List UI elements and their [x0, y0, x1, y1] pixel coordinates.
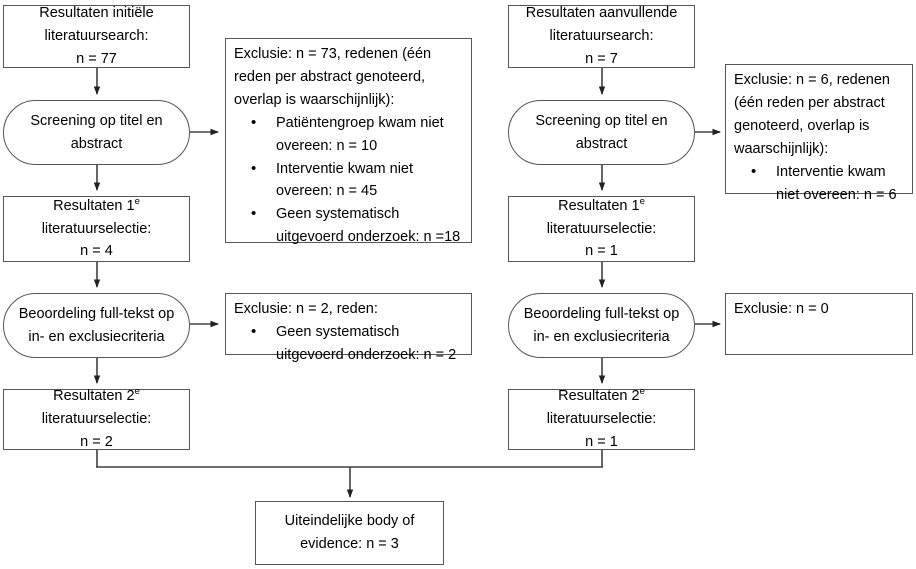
right-first-selection-line2: literatuurselectie:: [546, 220, 657, 237]
final-line1: Uiteindelijke body of: [284, 513, 415, 530]
left-initial-results-count: n = 77: [76, 50, 117, 67]
list-item: •Interventie kwam niet overeen: n = 6: [751, 161, 905, 207]
right-fulltext-box: Beoordeling full-tekst op in- en exclusi…: [508, 293, 695, 358]
right-second-selection-box: Resultaten 2e literatuurselectie: n = 1: [508, 386, 695, 450]
right-exclusion-fulltext-box: Exclusie: n = 0: [725, 293, 913, 355]
list-item: •Patiëntengroep kwam niet overeen: n = 1…: [251, 112, 464, 158]
left-first-selection-line2: literatuurselectie:: [41, 220, 152, 237]
bullet-icon: •: [251, 159, 257, 177]
right-second-selection-superscript: e: [639, 386, 645, 398]
left-second-selection-count: n = 2: [80, 433, 113, 450]
right-first-selection-superscript: e: [639, 195, 645, 207]
right-fulltext-line2: in- en exclusiecriteria: [533, 328, 670, 345]
left-screening-line1: Screening op titel en: [30, 112, 163, 129]
right-exclusion-fulltext-lead: Exclusie: n = 0: [734, 301, 829, 317]
list-item: •Geen systematisch uitgevoerd onderzoek:…: [251, 321, 464, 367]
left-second-selection-line1: Resultaten 2: [53, 388, 135, 405]
right-fulltext-line1: Beoordeling full-tekst op: [523, 305, 680, 322]
left-second-selection-box: Resultaten 2e literatuurselectie: n = 2: [3, 386, 190, 450]
left-initial-results-line1: Resultaten initiële: [39, 5, 154, 22]
right-initial-results-line1: Resultaten aanvullende: [525, 5, 678, 22]
left-exclusion-fulltext-box: Exclusie: n = 2, reden: •Geen systematis…: [225, 293, 472, 363]
left-first-selection-count: n = 4: [80, 243, 113, 260]
left-exclusion-screening-box: Exclusie: n = 73, redenen (één reden per…: [225, 38, 472, 245]
list-item: •Interventie kwam niet overeen: n = 45: [251, 158, 464, 204]
left-exclusion-fulltext-lead: Exclusie: n = 2, reden:: [234, 301, 378, 317]
left-fulltext-line1: Beoordeling full-tekst op: [18, 305, 175, 322]
bullet-icon: •: [251, 113, 257, 131]
left-screening-box: Screening op titel en abstract: [3, 100, 190, 165]
right-second-selection-line2: literatuurselectie:: [546, 411, 657, 428]
right-screening-line2: abstract: [575, 135, 628, 152]
right-first-selection-line1: Resultaten 1: [558, 197, 640, 214]
left-second-selection-line2: literatuurselectie:: [41, 411, 152, 428]
right-exclusion-screening-box: Exclusie: n = 6, redenen (één reden per …: [725, 64, 913, 203]
bullet-icon: •: [251, 322, 257, 340]
right-screening-line1: Screening op titel en: [535, 112, 668, 129]
right-screening-box: Screening op titel en abstract: [508, 100, 695, 165]
left-screening-line2: abstract: [70, 135, 123, 152]
left-exclusion-screening-reasons: •Patiëntengroep kwam niet overeen: n = 1…: [234, 112, 464, 249]
right-initial-results-box: Resultaten aanvullende literatuursearch:…: [508, 5, 695, 68]
bullet-icon: •: [251, 205, 257, 223]
right-exclusion-screening-lead: Exclusie: n = 6, redenen (één reden per …: [734, 72, 890, 157]
left-fulltext-box: Beoordeling full-tekst op in- en exclusi…: [3, 293, 190, 358]
left-first-selection-superscript: e: [134, 195, 140, 207]
final-line2: evidence: n = 3: [300, 536, 399, 552]
right-exclusion-screening-reasons: •Interventie kwam niet overeen: n = 6: [734, 161, 905, 207]
left-exclusion-fulltext-reasons: •Geen systematisch uitgevoerd onderzoek:…: [234, 321, 464, 367]
left-fulltext-line2: in- en exclusiecriteria: [28, 328, 165, 345]
right-first-selection-count: n = 1: [585, 243, 618, 260]
right-first-selection-box: Resultaten 1e literatuurselectie: n = 1: [508, 196, 695, 262]
left-first-selection-line1: Resultaten 1: [53, 197, 135, 214]
right-initial-results-count: n = 7: [585, 50, 618, 67]
right-second-selection-line1: Resultaten 2: [558, 388, 640, 405]
right-initial-results-line2: literatuursearch:: [549, 28, 654, 45]
left-second-selection-superscript: e: [134, 386, 140, 398]
left-initial-results-box: Resultaten initiële literatuursearch: n …: [3, 5, 190, 68]
left-exclusion-screening-lead: Exclusie: n = 73, redenen (één reden per…: [234, 46, 432, 108]
right-second-selection-count: n = 1: [585, 433, 618, 450]
bullet-icon: •: [751, 162, 757, 180]
left-first-selection-box: Resultaten 1e literatuurselectie: n = 4: [3, 196, 190, 262]
final-body-of-evidence-box: Uiteindelijke body of evidence: n = 3: [255, 501, 444, 565]
list-item: •Geen systematisch uitgevoerd onderzoek:…: [251, 203, 464, 249]
left-initial-results-line2: literatuursearch:: [44, 28, 149, 45]
